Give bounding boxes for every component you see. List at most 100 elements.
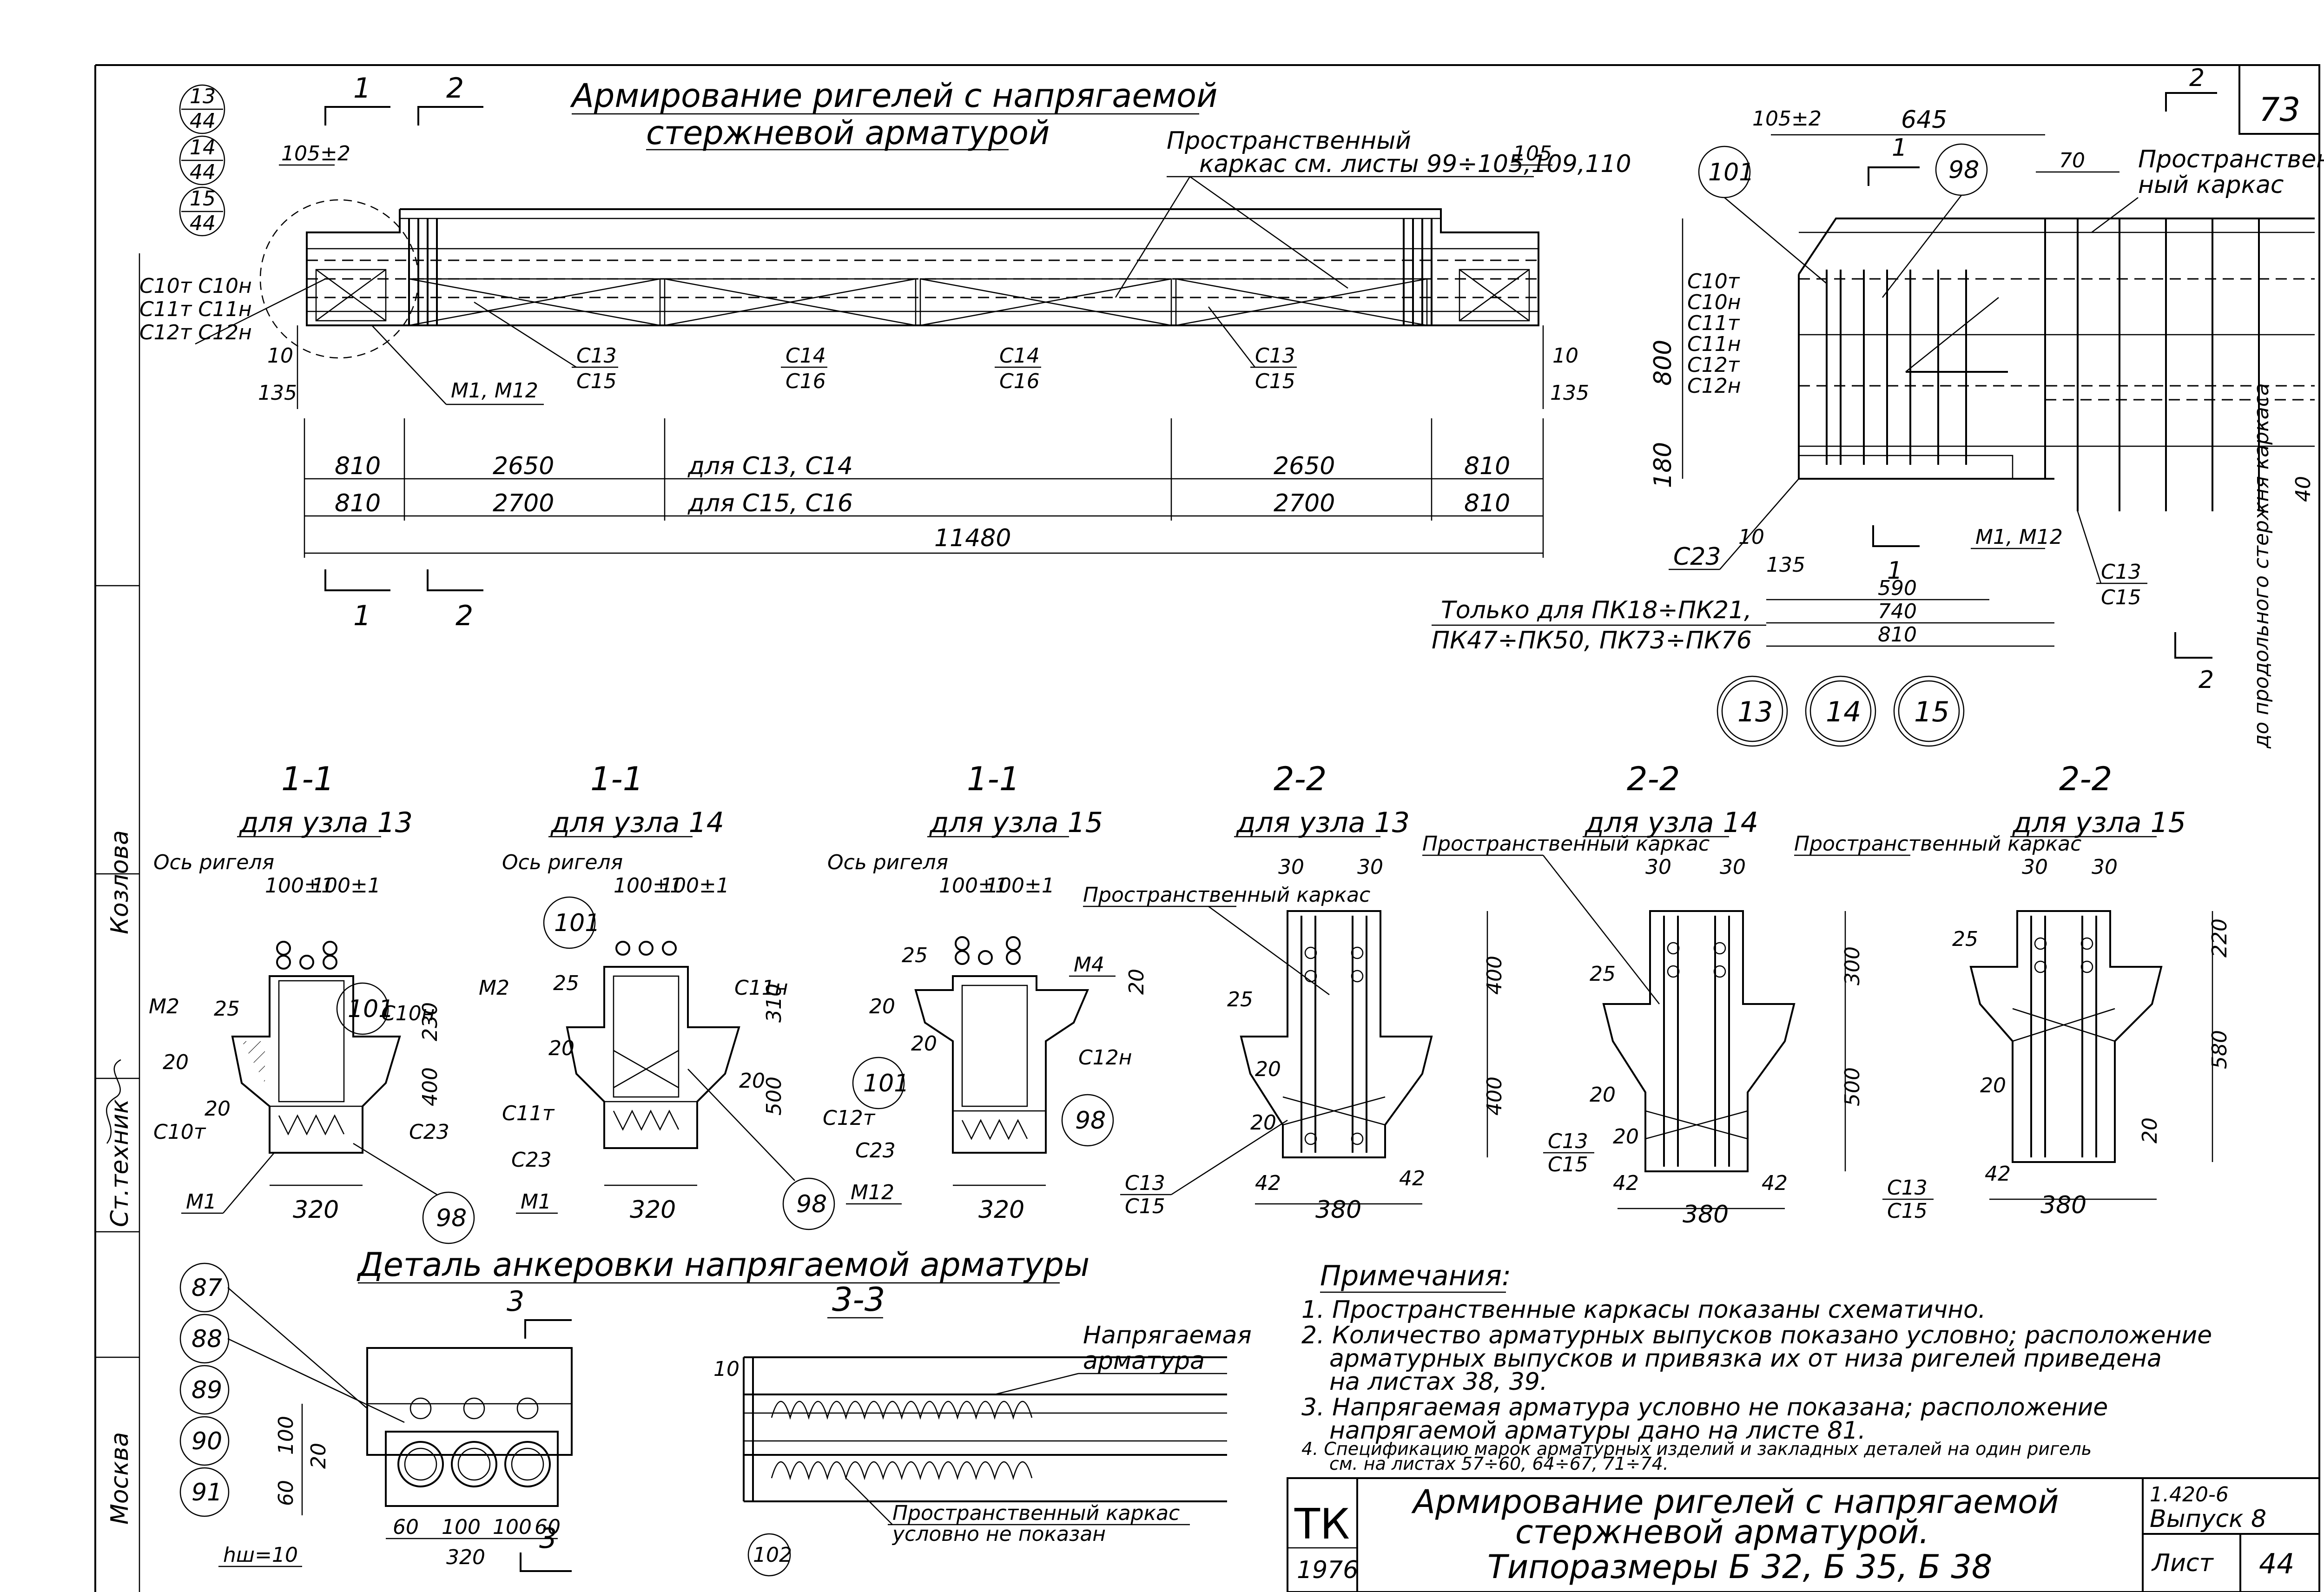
svg-text:30: 30	[2092, 855, 2118, 879]
svg-text:hш=10: hш=10	[223, 1543, 298, 1567]
stamp-city: Москва	[106, 1432, 134, 1525]
svg-text:Деталь анкеровки напрягаемой а: Деталь анкеровки напрягаемой арматуры	[357, 1246, 1089, 1284]
svg-text:1. Пространственные каркасы по: 1. Пространственные каркасы показаны схе…	[1301, 1296, 1986, 1324]
svg-text:220: 220	[2208, 918, 2232, 958]
svg-text:180: 180	[1649, 442, 1677, 488]
svg-text:101: 101	[1708, 159, 1754, 186]
svg-text:88: 88	[191, 1325, 222, 1353]
svg-text:Пространственный: Пространственный	[1167, 127, 1411, 155]
svg-text:102: 102	[753, 1543, 792, 1567]
svg-text:91: 91	[191, 1479, 222, 1506]
svg-text:Примечания:: Примечания:	[1320, 1260, 1511, 1292]
svg-text:810: 810	[1464, 452, 1510, 480]
svg-text:810: 810	[1464, 489, 1510, 517]
svg-text:20: 20	[1125, 969, 1149, 995]
svg-text:89: 89	[191, 1376, 222, 1404]
svg-text:44: 44	[190, 211, 216, 235]
svg-text:С11т С11н: С11т С11н	[139, 297, 252, 321]
svg-text:2-2: 2-2	[2059, 760, 2112, 798]
svg-text:стержневой арматурой.: стержневой арматурой.	[1515, 1513, 1929, 1551]
svg-text:20: 20	[1613, 1125, 1639, 1149]
svg-text:14: 14	[1826, 696, 1861, 728]
svg-text:320: 320	[446, 1546, 485, 1569]
svg-text:3: 3	[507, 1285, 524, 1318]
svg-text:320: 320	[293, 1196, 339, 1224]
svg-text:ПК47÷ПК50, ПК73÷ПК76: ПК47÷ПК50, ПК73÷ПК76	[1432, 627, 1752, 654]
section-2-2-node-14: 2-2 для узла 14 Пространственный каркас …	[1422, 760, 1864, 1229]
svg-text:10: 10	[1738, 525, 1764, 549]
svg-text:320: 320	[978, 1196, 1024, 1224]
svg-text:Ось ригеля: Ось ригеля	[153, 851, 274, 874]
sheet-frame	[94, 64, 2320, 1592]
svg-text:101: 101	[348, 995, 394, 1023]
svg-text:1: 1	[353, 72, 371, 105]
svg-text:С13: С13	[576, 344, 617, 368]
side-stamp: Козлова Ст.техник Москва	[95, 585, 139, 1525]
svg-text:для узла 14: для узла 14	[550, 806, 724, 839]
svg-text:каркас см. листы 99÷105,109,11: каркас см. листы 99÷105,109,110	[1199, 150, 1631, 178]
svg-text:Только для ПК18÷ПК21,: Только для ПК18÷ПК21,	[1441, 596, 1752, 624]
svg-text:1-1: 1-1	[967, 760, 1020, 798]
svg-text:С10т: С10т	[153, 1120, 206, 1144]
svg-text:Напрягаемая: Напрягаемая	[1083, 1321, 1252, 1349]
svg-text:25: 25	[1952, 927, 1978, 951]
svg-text:20: 20	[163, 1050, 189, 1074]
svg-text:42: 42	[1255, 1171, 1281, 1195]
svg-text:400: 400	[418, 1067, 442, 1106]
detail-view: 101 98 105±2 645 70 1 2 Пространствен- н…	[1432, 64, 2324, 749]
beam-elevation	[259, 199, 1539, 359]
svg-text:87: 87	[191, 1274, 222, 1302]
svg-text:Армирование ригелей с напрягае: Армирование ригелей с напрягаемой	[1411, 1483, 2059, 1521]
svg-text:100±1: 100±1	[311, 874, 381, 898]
svg-text:ный каркас: ный каркас	[2138, 171, 2284, 199]
svg-text:на листах 38, 39.: на листах 38, 39.	[1329, 1368, 1547, 1396]
svg-text:С23: С23	[1673, 543, 1721, 571]
svg-text:1: 1	[1892, 134, 1907, 162]
svg-text:13: 13	[1737, 696, 1773, 728]
svg-text:1: 1	[1887, 557, 1902, 585]
svg-text:645: 645	[1901, 106, 1947, 134]
svg-text:С14: С14	[786, 344, 826, 368]
svg-text:3-3: 3-3	[832, 1281, 885, 1319]
svg-text:С15: С15	[1255, 370, 1295, 393]
svg-text:25: 25	[553, 971, 579, 995]
svg-text:С15: С15	[1887, 1199, 1928, 1223]
svg-text:1-1: 1-1	[281, 760, 334, 798]
svg-text:2-2: 2-2	[1627, 760, 1680, 798]
svg-text:44: 44	[190, 109, 216, 133]
svg-text:2650: 2650	[493, 452, 554, 480]
svg-text:10: 10	[267, 344, 293, 368]
svg-text:2700: 2700	[493, 489, 554, 517]
stamp-signature	[106, 1059, 121, 1144]
main-view-title: Армирование ригелей с напрягаемой стержн…	[570, 77, 1218, 152]
svg-text:400: 400	[1483, 956, 1506, 995]
section-1-1-node-14: 1-1 для узла 14 Ось ригеля 100±1 100±1 1…	[479, 760, 835, 1230]
stamp-role: Ст.техник	[106, 1099, 134, 1227]
svg-text:С16: С16	[999, 370, 1040, 393]
notes-block: Примечания: 1. Пространственные каркасы …	[1301, 1260, 2212, 1474]
svg-text:С15: С15	[1125, 1195, 1165, 1218]
svg-text:М2: М2	[149, 995, 179, 1018]
svg-text:2: 2	[2189, 64, 2205, 92]
svg-text:90: 90	[191, 1427, 222, 1455]
svg-text:М1, М12: М1, М12	[1975, 525, 2063, 549]
svg-text:101: 101	[863, 1070, 909, 1097]
svg-text:М1: М1	[186, 1190, 217, 1214]
svg-text:230: 230	[418, 1002, 442, 1041]
svg-text:Пространственный каркас: Пространственный каркас	[1422, 832, 1710, 856]
section-2-2-node-15: 2-2 для узла 15 Пространственный каркас …	[1794, 760, 2232, 1223]
svg-text:101: 101	[554, 909, 600, 937]
svg-text:20: 20	[869, 995, 895, 1018]
svg-text:ТК: ТК	[1294, 1500, 1350, 1549]
svg-text:30: 30	[1720, 855, 1746, 879]
svg-text:см. на листах 57÷60, 64÷67, 71: см. на листах 57÷60, 64÷67, 71÷74.	[1329, 1453, 1669, 1474]
svg-text:11480: 11480	[934, 524, 1011, 552]
svg-text:С13: С13	[1548, 1130, 1588, 1153]
svg-text:100±1: 100±1	[614, 874, 683, 898]
svg-text:1976: 1976	[1297, 1556, 1358, 1584]
svg-text:400: 400	[1483, 1077, 1506, 1116]
svg-text:для узла 15: для узла 15	[929, 806, 1103, 839]
svg-text:С15: С15	[576, 370, 617, 393]
svg-text:20: 20	[911, 1032, 937, 1056]
svg-text:С16: С16	[786, 370, 826, 393]
